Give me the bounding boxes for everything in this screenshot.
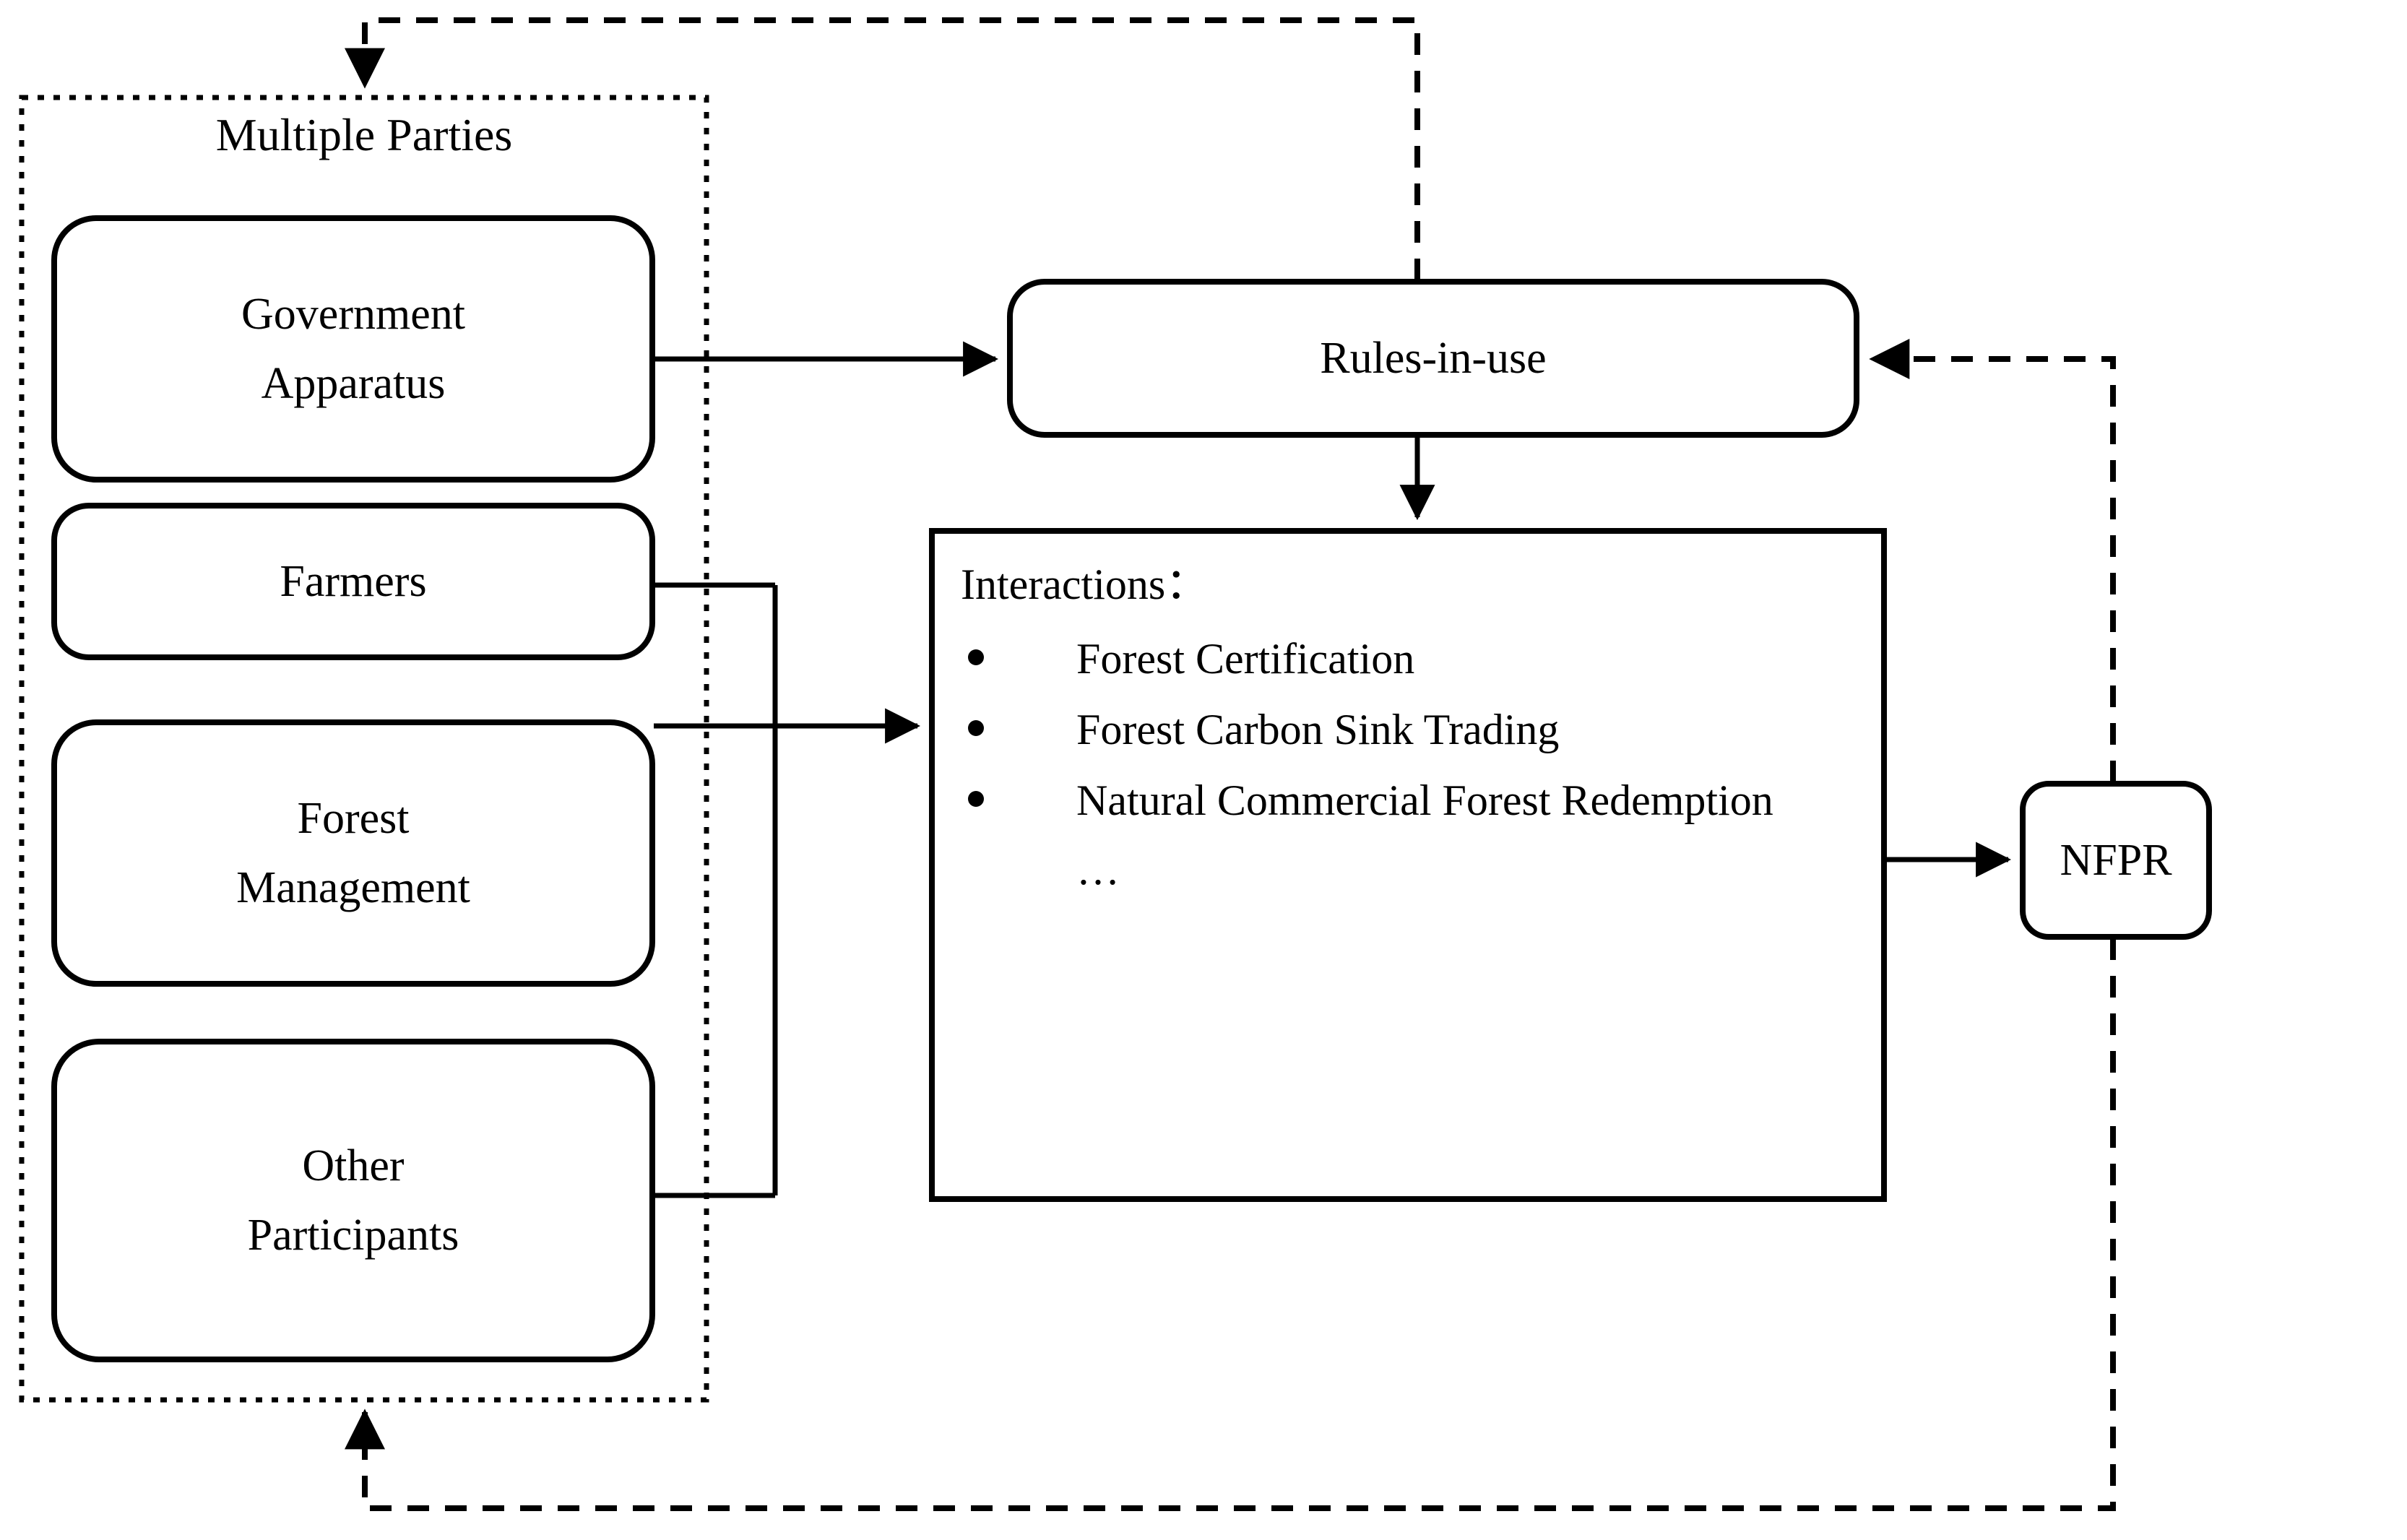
interaction-item: Forest Carbon Sink Trading xyxy=(961,701,1857,759)
bullet-icon xyxy=(968,790,984,807)
multiple-parties-title: Multiple Parties xyxy=(215,109,513,160)
edge-nfpr-to-rules-feedback xyxy=(1869,339,2116,782)
interaction-item-label: Forest Certification xyxy=(1076,635,1415,683)
interaction-item: Natural Commercial Forest Redemption xyxy=(961,772,1857,830)
interactions-ellipsis: … xyxy=(1076,846,1123,894)
bullet-icon xyxy=(968,649,984,665)
node-farmers[interactable] xyxy=(51,503,655,660)
node-nfpr[interactable] xyxy=(2020,781,2212,940)
edge-nfpr-to-parties-feedback xyxy=(345,938,2116,1511)
node-forest-management[interactable] xyxy=(51,719,655,987)
edge-rules-to-parties-feedback xyxy=(345,17,1420,280)
node-government-apparatus[interactable] xyxy=(51,215,655,483)
node-other-participants[interactable] xyxy=(51,1039,655,1362)
interaction-item-label: Forest Carbon Sink Trading xyxy=(1076,705,1560,753)
interaction-item: Forest Certification xyxy=(961,631,1857,688)
node-rules-in-use[interactable] xyxy=(1007,279,1859,438)
interaction-item-label: Natural Commercial Forest Redemption xyxy=(1076,776,1773,824)
interactions-heading: Interactions： xyxy=(961,561,1209,608)
bullet-icon xyxy=(968,719,984,736)
multiple-parties-container xyxy=(19,95,709,1403)
node-interactions[interactable] xyxy=(929,528,1887,1202)
